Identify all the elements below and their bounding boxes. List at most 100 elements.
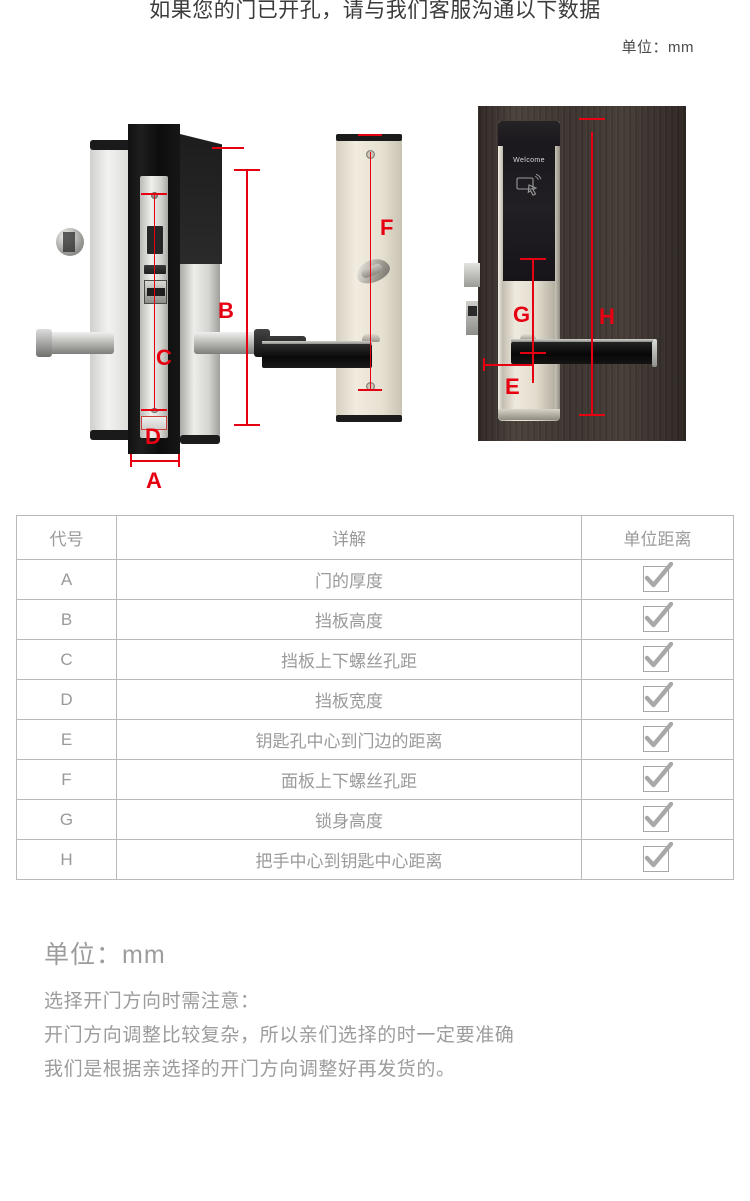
dimension-tick-c-top: [141, 193, 167, 195]
cell-detail: 门的厚度: [116, 559, 582, 600]
dimension-tick-b-bottom: [234, 424, 260, 426]
figure-door-installation: Welcome G E: [464, 106, 714, 446]
cell-unit[interactable]: [581, 839, 734, 880]
cell-detail: 挡板宽度: [116, 679, 582, 720]
cell-unit[interactable]: [581, 759, 734, 800]
footer-unit: 单位：mm: [44, 941, 166, 969]
figure-lock-side-view: C D A B: [34, 110, 306, 500]
checkmark-icon: [641, 722, 675, 752]
cell-detail: 钥匙孔中心到门边的距离: [116, 719, 582, 760]
checkmark-icon: [641, 762, 675, 792]
checkbox-box: [642, 686, 669, 712]
checkbox-box: [642, 766, 669, 792]
cell-unit[interactable]: [581, 599, 734, 640]
handle-lever: [262, 341, 372, 368]
dimension-tick-a-left: [130, 454, 132, 467]
cell-code: D: [16, 679, 117, 720]
screen-welcome-text: Welcome: [513, 157, 545, 164]
dimension-label-d: D: [145, 424, 161, 449]
dimension-tick-c-bottom: [141, 409, 167, 411]
checkmark-icon: [641, 802, 675, 832]
lock-rail-left: [498, 146, 503, 418]
checkmark-icon: [641, 602, 675, 632]
checkmark-icon: [641, 642, 675, 672]
footer-line-3: 我们是根据亲选择的开门方向调整好再发货的。: [44, 1059, 456, 1080]
cell-detail: 锁身高度: [116, 799, 582, 840]
checkbox-box: [642, 846, 669, 872]
dimension-label-g: G: [513, 302, 531, 327]
checkmark-icon: [641, 682, 675, 712]
cell-code: B: [16, 599, 117, 640]
dimension-tick-e-right: [532, 358, 534, 371]
checkbox-box: [642, 726, 669, 752]
dimension-tick-f-top: [358, 134, 382, 136]
cell-code: E: [16, 719, 117, 760]
dimension-line-f: [369, 152, 372, 390]
dimension-line-b: [246, 170, 248, 425]
dimension-label-f: F: [380, 215, 394, 240]
header-detail: 详解: [116, 515, 582, 560]
handle-lever: [511, 339, 657, 367]
latch-plate-lower: [144, 280, 167, 304]
header-code: 代号: [16, 515, 117, 560]
dimension-line-c: [153, 194, 156, 410]
dimension-label-h: H: [599, 304, 615, 329]
dimension-label-b: B: [218, 298, 234, 323]
handle-lever-left: [36, 329, 114, 357]
rfid-card-tap-icon: [516, 173, 544, 198]
checkbox-box: [642, 806, 669, 832]
dimension-label-c: C: [156, 345, 172, 370]
dimension-tick-f-bottom: [358, 389, 382, 391]
checkbox-box: [642, 566, 669, 592]
checkbox-box: [642, 646, 669, 672]
cell-unit[interactable]: [581, 559, 734, 600]
strike-bottom-tab: [141, 416, 167, 430]
figure-panel-front-view: F: [262, 112, 460, 492]
table-header-row: 代号 详解 单位距离: [16, 515, 734, 560]
lock-touch-screen: [498, 121, 560, 281]
handle-lever-right: [194, 329, 270, 357]
cell-detail: 挡板上下螺丝孔距: [116, 639, 582, 680]
cell-detail: 面板上下螺丝孔距: [116, 759, 582, 800]
dimension-tick-e-left: [483, 358, 485, 371]
cell-unit[interactable]: [581, 639, 734, 680]
checkmark-icon: [641, 562, 675, 592]
dimension-tick-g-top: [520, 258, 546, 260]
cell-unit[interactable]: [581, 719, 734, 760]
cell-code: A: [16, 559, 117, 600]
dimension-line-e: [483, 364, 533, 366]
cell-unit[interactable]: [581, 679, 734, 720]
cell-detail: 把手中心到钥匙中心距离: [116, 839, 582, 880]
header-unit-note: 单位：mm: [621, 39, 694, 56]
dimension-tick-h-top: [579, 118, 605, 120]
dimension-label-a: A: [146, 468, 162, 493]
cell-code: C: [16, 639, 117, 680]
thumbturn-knob: [56, 228, 84, 256]
dimension-label-e: E: [505, 374, 520, 399]
checkbox-box: [642, 606, 669, 632]
dimension-line-h: [591, 132, 593, 415]
figure-strip: C D A B F: [0, 100, 750, 500]
dimension-tick-g-bottom: [520, 352, 546, 354]
latch-bolt-detail: [468, 306, 477, 316]
footer-line-2: 开门方向调整比较复杂，所以亲们选择的时一定要准确: [44, 1025, 515, 1046]
dimension-tick-b-top: [234, 169, 260, 171]
cell-unit[interactable]: [581, 799, 734, 840]
cell-detail: 挡板高度: [116, 599, 582, 640]
lock-bottom-cap: [498, 409, 560, 420]
checkmark-icon: [641, 842, 675, 872]
dimension-guide-b-top: [212, 147, 244, 149]
lock-rail-right: [555, 146, 560, 418]
